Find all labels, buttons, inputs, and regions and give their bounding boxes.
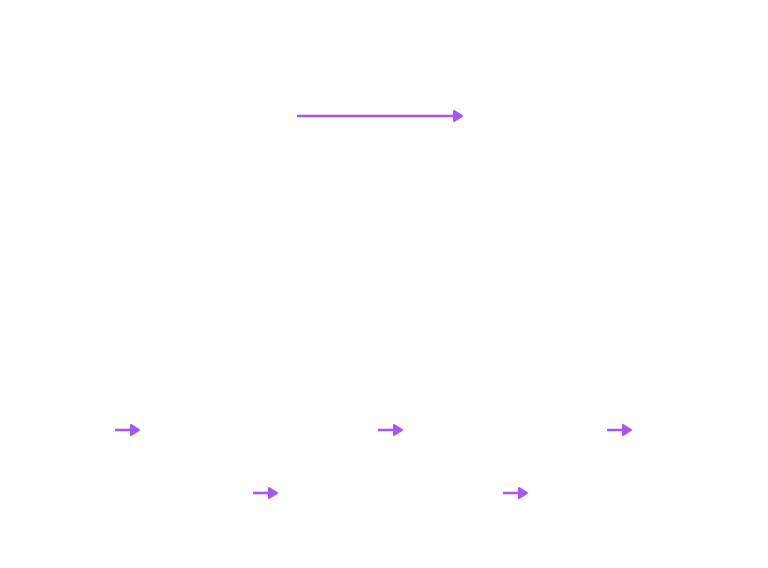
row1-arrow-1-arrow-icon [115,424,140,436]
row2-arrow-1-arrow-icon [253,487,278,499]
arrow-head [453,110,463,122]
top-long-arrow-arrow-icon [297,110,463,122]
arrow-head [393,424,403,436]
row1-arrow-3-arrow-icon [607,424,632,436]
row2-arrow-2-arrow-icon [503,487,528,499]
row1-arrow-2-arrow-icon [378,424,403,436]
arrow-head [518,487,528,499]
arrow-head [130,424,140,436]
arrow-head [622,424,632,436]
arrow-head [268,487,278,499]
